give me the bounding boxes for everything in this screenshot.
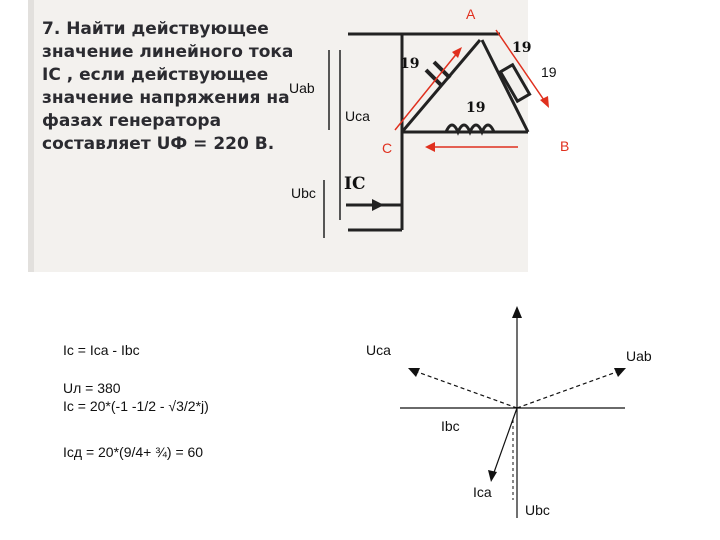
uca-arrowhead	[408, 368, 420, 377]
node-a-label: A	[466, 6, 476, 22]
ubc-label: Ubc	[291, 185, 316, 201]
phasor-ibc-label: Ibc	[441, 418, 460, 434]
problem-line: IC , если действующее	[42, 65, 269, 85]
phasor-ica-label: Ica	[473, 484, 492, 500]
problem-line: значение напряжения на	[42, 88, 290, 108]
circuit-wiring	[348, 32, 530, 232]
solution-line-1: Ic = Ica - Ibc	[63, 342, 140, 358]
current-arrow	[346, 199, 384, 211]
node-b-label: B	[560, 138, 570, 154]
phasor-ubc-label: Ubc	[525, 502, 550, 518]
uab-arrowhead	[614, 368, 626, 377]
ica-arrowhead	[488, 470, 497, 482]
resistor-symbol	[498, 62, 532, 104]
red-annotation-arrows	[394, 29, 549, 152]
capacitor-value: 19	[400, 56, 420, 72]
phasor-diagram	[400, 306, 626, 518]
problem-line: 7. Найти действующее	[42, 19, 269, 39]
solution-line-4: Icд = 20*(9/4+ ¾) = 60	[63, 444, 204, 460]
uca-phasor	[411, 369, 518, 409]
uab-label: Uab	[289, 80, 315, 96]
problem-photo: 7. Найти действующее значение линейного …	[28, 0, 528, 272]
resistor-value: 19	[512, 40, 532, 56]
ubc-arrowhead	[512, 306, 522, 318]
photo-edge	[28, 0, 34, 272]
problem-line: фазах генератора	[42, 111, 222, 131]
node-c-label: C	[382, 140, 393, 156]
solution-line-3: Ic = 20*(-1 -1/2 - √3/2*j)	[63, 398, 209, 414]
uab-phasor	[516, 369, 623, 409]
inductor-symbol	[444, 123, 496, 136]
inductor-value: 19	[466, 100, 486, 116]
capacitor-symbol	[424, 60, 452, 88]
current-ic-label: IC	[344, 174, 366, 194]
phasor-uca-label: Uca	[366, 342, 391, 358]
phasor-uab-label: Uab	[626, 348, 652, 364]
problem-text: 7. Найти действующее значение линейного …	[42, 18, 322, 156]
ica-phasor	[491, 407, 518, 479]
uca-label: Uca	[345, 108, 370, 124]
right-19-label: 19	[541, 64, 557, 80]
problem-line: значение линейного тока	[42, 42, 294, 62]
solution-line-2: Uл = 380	[63, 380, 121, 396]
problem-line: составляет UФ = 220 В.	[42, 134, 275, 154]
